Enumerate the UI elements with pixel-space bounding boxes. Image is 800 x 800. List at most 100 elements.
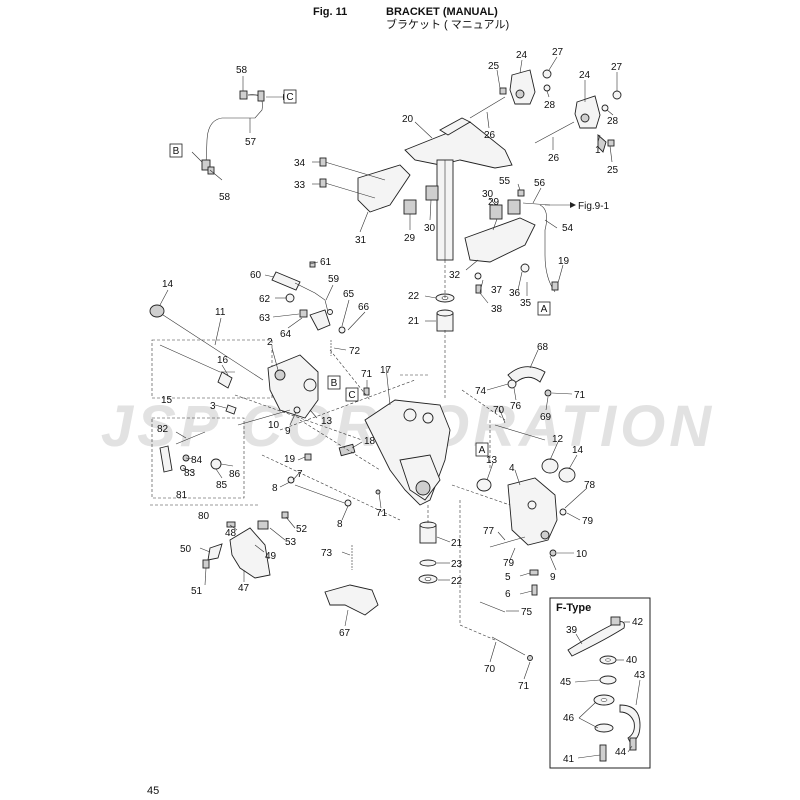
callout: 49 [265, 551, 277, 562]
ref-label: C [286, 92, 293, 103]
callout: 65 [343, 289, 355, 300]
callout: 10 [576, 549, 588, 560]
callout: 7 [297, 469, 303, 480]
callout: 28 [544, 100, 556, 111]
callout: 75 [521, 607, 533, 618]
callout: 12 [552, 434, 564, 445]
callout: 22 [408, 291, 420, 302]
clamp-bracket-2 [225, 354, 319, 419]
callout: 72 [349, 346, 361, 357]
callout: 69 [540, 412, 552, 423]
callout: 8 [337, 519, 343, 530]
lock-assembly-81 [150, 417, 260, 506]
callout-labels: 58 57 58 25 24 27 28 26 24 27 28 26 1 25… [157, 47, 646, 765]
callout: 27 [552, 47, 564, 58]
callout: 68 [537, 342, 549, 353]
callout: 19 [284, 454, 296, 465]
callout: 45 [560, 677, 572, 688]
callout: 42 [632, 617, 644, 628]
ref-box-a-mid: A [475, 442, 489, 457]
callout: 17 [380, 365, 392, 376]
callout: 73 [321, 548, 333, 559]
callout: 71 [361, 369, 373, 380]
callout: 5 [505, 572, 511, 583]
callout: 50 [180, 544, 192, 555]
callout: 23 [451, 559, 463, 570]
callout: 84 [191, 455, 203, 466]
shift-lever-47 [202, 511, 289, 579]
side-bracket-31 [319, 157, 411, 213]
callout: 83 [184, 468, 196, 479]
side-bracket-32 [464, 189, 576, 294]
ref-box-c-mid: C [345, 387, 359, 402]
callout: 55 [499, 176, 511, 187]
callout: 24 [579, 70, 591, 81]
pin-assembly-15 [151, 339, 273, 399]
callout: 43 [634, 670, 646, 681]
callout: 71 [518, 681, 530, 692]
callout: 11 [215, 307, 226, 318]
callout: 22 [451, 576, 463, 587]
tilt-lever-assembly [271, 261, 346, 356]
leader-lines [159, 56, 618, 680]
callout: 30 [482, 189, 494, 200]
callout: 9 [285, 426, 291, 437]
callout: 40 [626, 655, 638, 666]
callout: 59 [328, 274, 340, 285]
callout: 76 [510, 401, 522, 412]
callout: 64 [280, 329, 292, 340]
inset-title: F-Type [556, 602, 591, 614]
callout: 21 [451, 538, 463, 549]
callout: 54 [562, 223, 574, 234]
callout: 41 [563, 754, 575, 765]
callout: 29 [404, 233, 416, 244]
callout: 14 [572, 445, 584, 456]
callout: 82 [157, 424, 169, 435]
tilt-tube-11 [149, 304, 264, 389]
ref-box-a-right: A [537, 301, 551, 316]
ref-box-b-top: B [169, 143, 183, 158]
callout: 39 [566, 625, 578, 636]
callout: 36 [509, 288, 521, 299]
callout: 61 [320, 257, 332, 268]
callout: 71 [574, 390, 586, 401]
callout: 20 [402, 114, 414, 125]
callout: 29 [488, 197, 500, 208]
callout: 4 [509, 463, 515, 474]
callout: 33 [294, 180, 306, 191]
bushing-21-washer-22 [435, 293, 455, 332]
page-title-japanese: ブラケット ( マニュアル) [386, 19, 510, 31]
callout: 58 [236, 65, 248, 76]
callout: 28 [607, 116, 619, 127]
callout: 51 [191, 586, 203, 597]
callout: 3 [210, 401, 216, 412]
callout: 25 [607, 165, 619, 176]
ref-box-c-top: C [283, 89, 297, 104]
clamp-bracket-24-lower [534, 90, 622, 153]
callout: 8 [272, 483, 278, 494]
callout: 63 [259, 313, 271, 324]
callout: 2 [267, 337, 273, 348]
page-number: 45 [147, 785, 160, 797]
callout: 52 [296, 524, 308, 535]
callout: 10 [268, 420, 280, 431]
callout: 86 [229, 469, 241, 480]
callout: 9 [550, 572, 556, 583]
callout: 19 [558, 256, 570, 267]
callout: 25 [488, 61, 500, 72]
callout: 57 [245, 137, 257, 148]
callout: 70 [493, 405, 505, 416]
callout: 1 [595, 145, 601, 156]
clamp-bracket-4 [476, 458, 576, 596]
ref-label: A [479, 445, 486, 456]
lever-67-spring-73 [324, 545, 379, 616]
fig-reference: Fig.9-1 [578, 201, 610, 212]
callout: 13 [486, 455, 498, 466]
ref-label: A [541, 304, 548, 315]
clip-68 [494, 366, 552, 441]
callout: 56 [534, 178, 546, 189]
figure-number: Fig. 11 [313, 6, 348, 18]
swivel-bracket-17 [363, 387, 451, 506]
callout: 81 [176, 490, 188, 501]
